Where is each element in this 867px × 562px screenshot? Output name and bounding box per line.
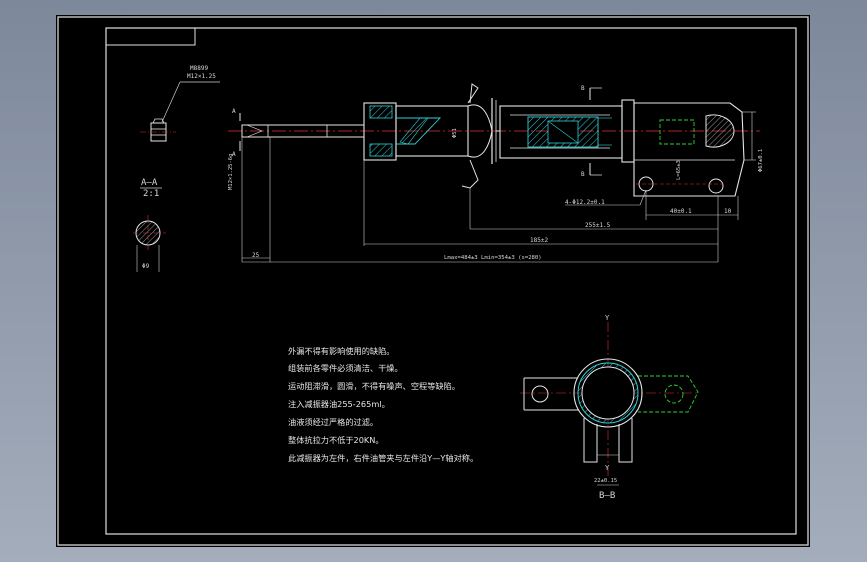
marker-a-bottom: A — [232, 151, 236, 158]
note-line: 运动阻滞滑，圆滑，不得有噪声、空程等缺陷。 — [288, 381, 460, 391]
marker-a-top: A — [232, 108, 236, 115]
nut-detail — [140, 81, 220, 142]
dim-phi: Φ67±0.1 — [758, 149, 764, 172]
note-line: 整体抗拉力不低于20KN。 — [288, 435, 384, 445]
dim-phi-tube: Φ51 — [452, 128, 458, 138]
marker-b-top: B — [581, 85, 585, 92]
note-line: 油液须经过严格的过滤。 — [288, 417, 378, 427]
dim-l: L=65±3 — [676, 160, 682, 180]
drawing-sheet — [56, 15, 810, 547]
marker-b-bottom: B — [581, 171, 585, 178]
marker-y-bottom: Y — [605, 464, 610, 472]
dim-10: 10 — [724, 208, 732, 215]
dim-phi-small: Φ9 — [142, 263, 150, 270]
nut-spec-1: M8899 — [190, 65, 208, 72]
note-line: 此减振器为左件，右件油管夹与左件沿Y—Y轴对称。 — [288, 453, 478, 463]
note-line: 组装前各零件必须清洁、干燥。 — [288, 363, 403, 373]
section-aa-scale: 2:1 — [143, 189, 159, 199]
dim-185: 185±2 — [530, 237, 548, 244]
section-bb-view — [520, 322, 700, 486]
note-line: 外漏不得有影响使用的缺陷。 — [288, 346, 394, 356]
shock-absorber-assembly — [228, 83, 760, 197]
section-bb-label: B—B — [599, 491, 615, 501]
dim-stroke: Lmax=484±3 Lmin=354±3 (s=280) — [444, 255, 542, 261]
technical-notes: 外漏不得有影响使用的缺陷。 组装前各零件必须清洁、干燥。 运动阻滞滑，圆滑，不得… — [288, 346, 478, 463]
inner-border — [105, 27, 797, 535]
title-box — [105, 27, 196, 46]
marker-y-top: Y — [605, 314, 610, 322]
dim-25: 25 — [252, 252, 260, 259]
note-line: 注入减振器油255-265ml。 — [288, 399, 390, 409]
dim-holes: 4-Φ12.2±0.1 — [565, 199, 605, 206]
dim-22: 22±0.15 — [594, 478, 617, 484]
nut-spec-2: M12×1.25 — [187, 73, 216, 80]
section-aa-view — [133, 215, 166, 272]
dimension-lines — [241, 111, 756, 263]
section-aa-label: A—A — [141, 178, 158, 188]
dim-thread: M12×1.25-6g — [228, 154, 234, 190]
outer-border — [57, 16, 809, 546]
dim-40: 40±0.1 — [670, 208, 692, 215]
dim-255: 255±1.5 — [585, 222, 611, 229]
